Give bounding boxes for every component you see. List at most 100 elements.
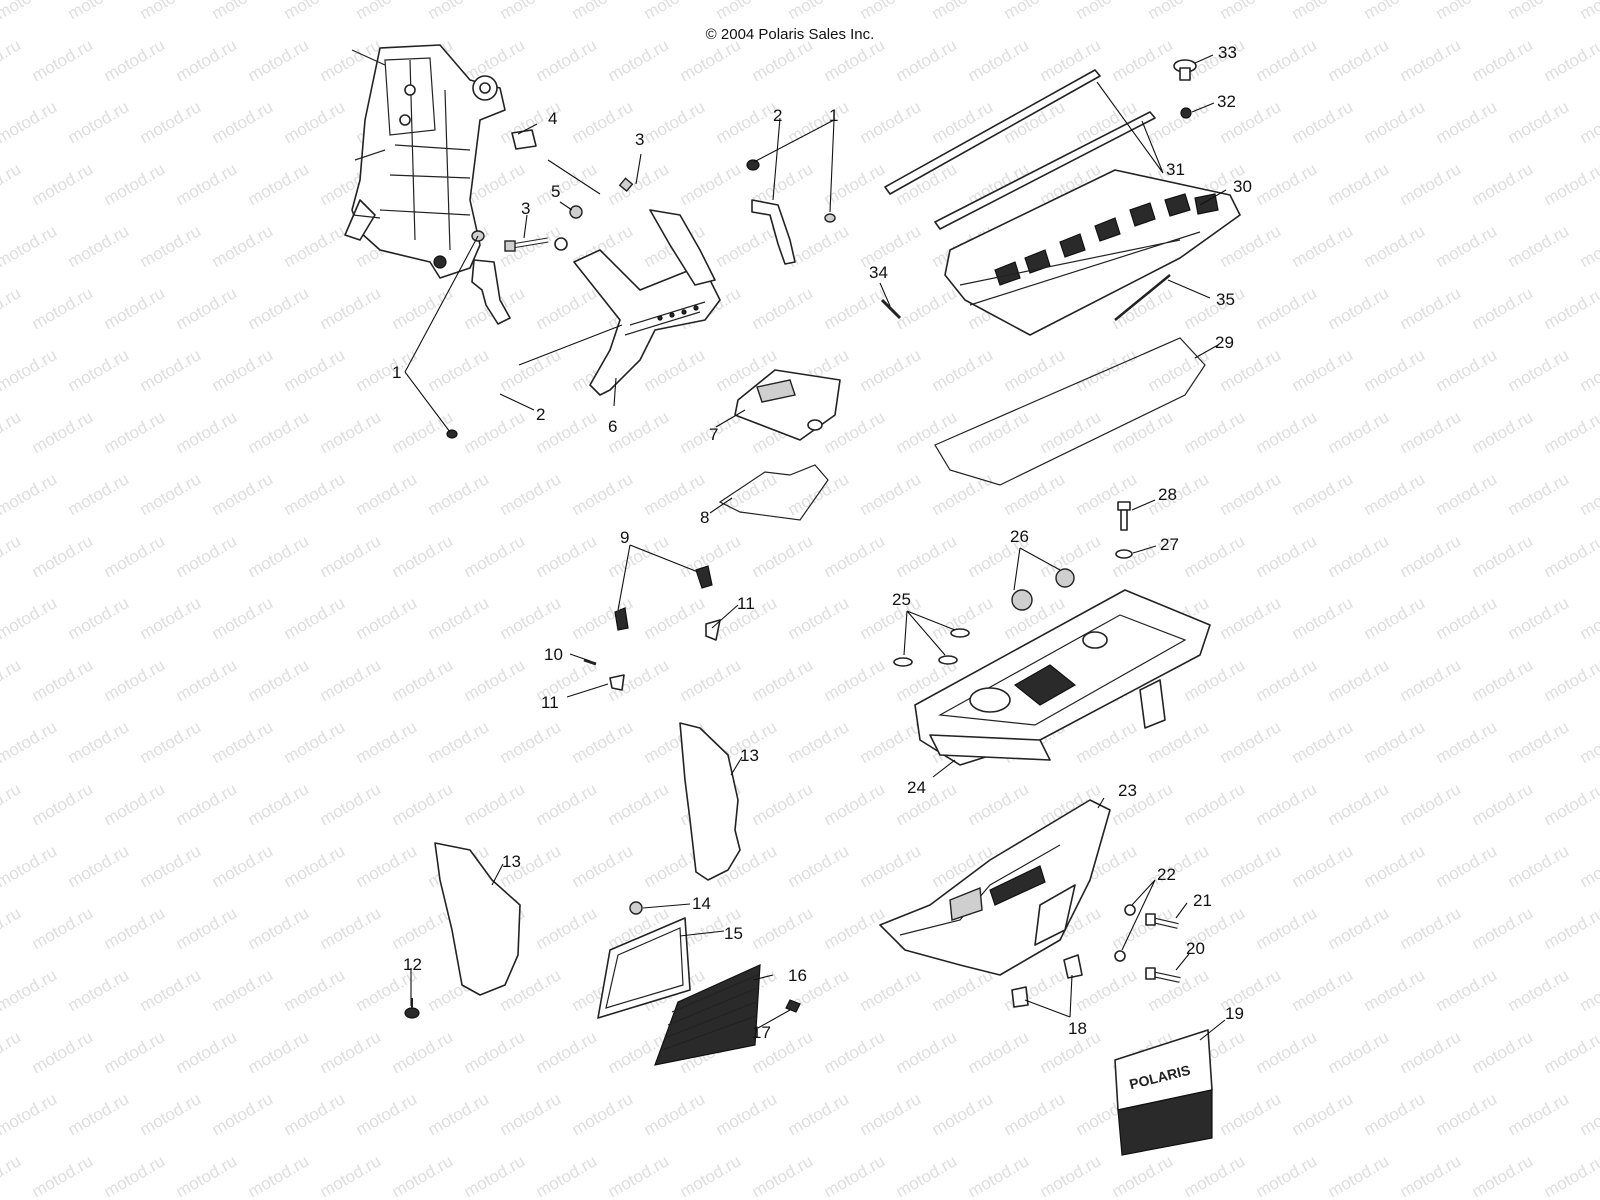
watermark-text: motod.ru bbox=[0, 1027, 24, 1077]
watermark-text: motod.ru bbox=[209, 221, 277, 271]
callout-30: 30 bbox=[1233, 177, 1252, 196]
watermark-text: motod.ru bbox=[137, 965, 205, 1015]
watermark-text: motod.ru bbox=[1397, 159, 1465, 209]
watermark-text: motod.ru bbox=[569, 1089, 637, 1139]
callout-32: 32 bbox=[1217, 92, 1236, 111]
watermark-text: motod.ru bbox=[641, 0, 709, 23]
callout-2-left: 2 bbox=[536, 405, 545, 424]
watermark-text: motod.ru bbox=[173, 655, 241, 705]
watermark-text: motod.ru bbox=[101, 1151, 169, 1200]
watermark-text: motod.ru bbox=[101, 35, 169, 85]
part-25-grommet-b bbox=[893, 657, 913, 667]
watermark-text: motod.ru bbox=[173, 903, 241, 953]
watermark-text: motod.ru bbox=[533, 35, 601, 85]
watermark-text: motod.ru bbox=[65, 717, 133, 767]
watermark-text: motod.ru bbox=[1289, 345, 1357, 395]
watermark-text: motod.ru bbox=[1037, 1151, 1105, 1200]
watermark-text: motod.ru bbox=[1325, 35, 1393, 85]
watermark-text: motod.ru bbox=[1109, 1151, 1177, 1200]
watermark-text: motod.ru bbox=[425, 717, 493, 767]
watermark-text: motod.ru bbox=[1325, 531, 1393, 581]
watermark-text: motod.ru bbox=[1217, 717, 1285, 767]
part-34-pin bbox=[880, 298, 902, 320]
watermark-text: motod.ru bbox=[65, 841, 133, 891]
watermark-text: motod.ru bbox=[1469, 159, 1537, 209]
watermark-text: motod.ru bbox=[281, 1089, 349, 1139]
part-1-bolt-lower bbox=[446, 429, 458, 439]
watermark-text: motod.ru bbox=[1181, 1151, 1249, 1200]
watermark-text: motod.ru bbox=[65, 1089, 133, 1139]
watermark-text: motod.ru bbox=[641, 469, 709, 519]
part-18-clip-a bbox=[1063, 954, 1083, 979]
watermark-text: motod.ru bbox=[389, 1151, 457, 1200]
watermark-text: motod.ru bbox=[281, 593, 349, 643]
watermark-text: motod.ru bbox=[1289, 97, 1357, 147]
watermark-text: motod.ru bbox=[1325, 1027, 1393, 1077]
watermark-text: motod.ru bbox=[533, 531, 601, 581]
watermark-text: motod.ru bbox=[1325, 655, 1393, 705]
watermark-text: motod.ru bbox=[65, 469, 133, 519]
watermark-text: motod.ru bbox=[785, 221, 853, 271]
watermark-text: motod.ru bbox=[173, 1151, 241, 1200]
watermark-text: motod.ru bbox=[1361, 841, 1429, 891]
watermark-text: motod.ru bbox=[1253, 655, 1321, 705]
watermark-text: motod.ru bbox=[893, 283, 961, 333]
part-18-clip-b bbox=[1011, 986, 1029, 1008]
watermark-text: motod.ru bbox=[0, 903, 24, 953]
watermark-text: motod.ru bbox=[1577, 0, 1600, 23]
watermark-text: motod.ru bbox=[101, 159, 169, 209]
watermark-text: motod.ru bbox=[389, 407, 457, 457]
watermark-text: motod.ru bbox=[317, 531, 385, 581]
watermark-text: motod.ru bbox=[209, 469, 277, 519]
callout-23: 23 bbox=[1118, 781, 1137, 800]
watermark-text: motod.ru bbox=[1469, 1027, 1537, 1077]
watermark-text: motod.ru bbox=[677, 1151, 745, 1200]
watermark-text: motod.ru bbox=[821, 531, 889, 581]
watermark-text: motod.ru bbox=[29, 283, 97, 333]
watermark-text: motod.ru bbox=[1253, 283, 1321, 333]
watermark-text: motod.ru bbox=[0, 35, 24, 85]
callout-13-left: 13 bbox=[502, 852, 521, 871]
watermark-text: motod.ru bbox=[29, 779, 97, 829]
watermark-text: motod.ru bbox=[1217, 469, 1285, 519]
watermark-text: motod.ru bbox=[389, 903, 457, 953]
watermark-text: motod.ru bbox=[0, 655, 24, 705]
watermark-text: motod.ru bbox=[1469, 531, 1537, 581]
watermark-text: motod.ru bbox=[1469, 283, 1537, 333]
watermark-text: motod.ru bbox=[1289, 469, 1357, 519]
watermark-text: motod.ru bbox=[1577, 221, 1600, 271]
watermark-text: motod.ru bbox=[0, 1089, 60, 1139]
watermark-text: motod.ru bbox=[1541, 407, 1600, 457]
watermark-text: motod.ru bbox=[1217, 841, 1285, 891]
part-25-grommet-a bbox=[950, 628, 970, 638]
watermark-text: motod.ru bbox=[893, 1151, 961, 1200]
watermark-text: motod.ru bbox=[461, 1151, 529, 1200]
watermark-text: motod.ru bbox=[389, 283, 457, 333]
watermark-text: motod.ru bbox=[209, 97, 277, 147]
watermark-text: motod.ru bbox=[749, 1151, 817, 1200]
watermark-text: motod.ru bbox=[785, 1089, 853, 1139]
watermark-text: motod.ru bbox=[389, 1027, 457, 1077]
watermark-text: motod.ru bbox=[317, 903, 385, 953]
watermark-text: motod.ru bbox=[101, 1027, 169, 1077]
watermark-text: motod.ru bbox=[281, 841, 349, 891]
watermark-text: motod.ru bbox=[1541, 1151, 1600, 1200]
watermark-text: motod.ru bbox=[1577, 469, 1600, 519]
watermark-text: motod.ru bbox=[245, 1027, 313, 1077]
callout-13-right: 13 bbox=[740, 746, 759, 765]
watermark-text: motod.ru bbox=[173, 35, 241, 85]
watermark-text: motod.ru bbox=[1397, 407, 1465, 457]
watermark-text: motod.ru bbox=[1433, 717, 1501, 767]
watermark-text: motod.ru bbox=[569, 841, 637, 891]
part-11-clip-lower bbox=[609, 674, 625, 691]
watermark-text: motod.ru bbox=[1469, 407, 1537, 457]
watermark-text: motod.ru bbox=[641, 97, 709, 147]
watermark-text: motod.ru bbox=[641, 1089, 709, 1139]
watermark-text: motod.ru bbox=[0, 345, 60, 395]
watermark-text: motod.ru bbox=[353, 593, 421, 643]
watermark-text: motod.ru bbox=[1505, 345, 1573, 395]
watermark-text: motod.ru bbox=[677, 655, 745, 705]
part-10-screw bbox=[583, 658, 597, 666]
part-16-mesh-grille bbox=[654, 964, 761, 1066]
watermark-text: motod.ru bbox=[533, 779, 601, 829]
